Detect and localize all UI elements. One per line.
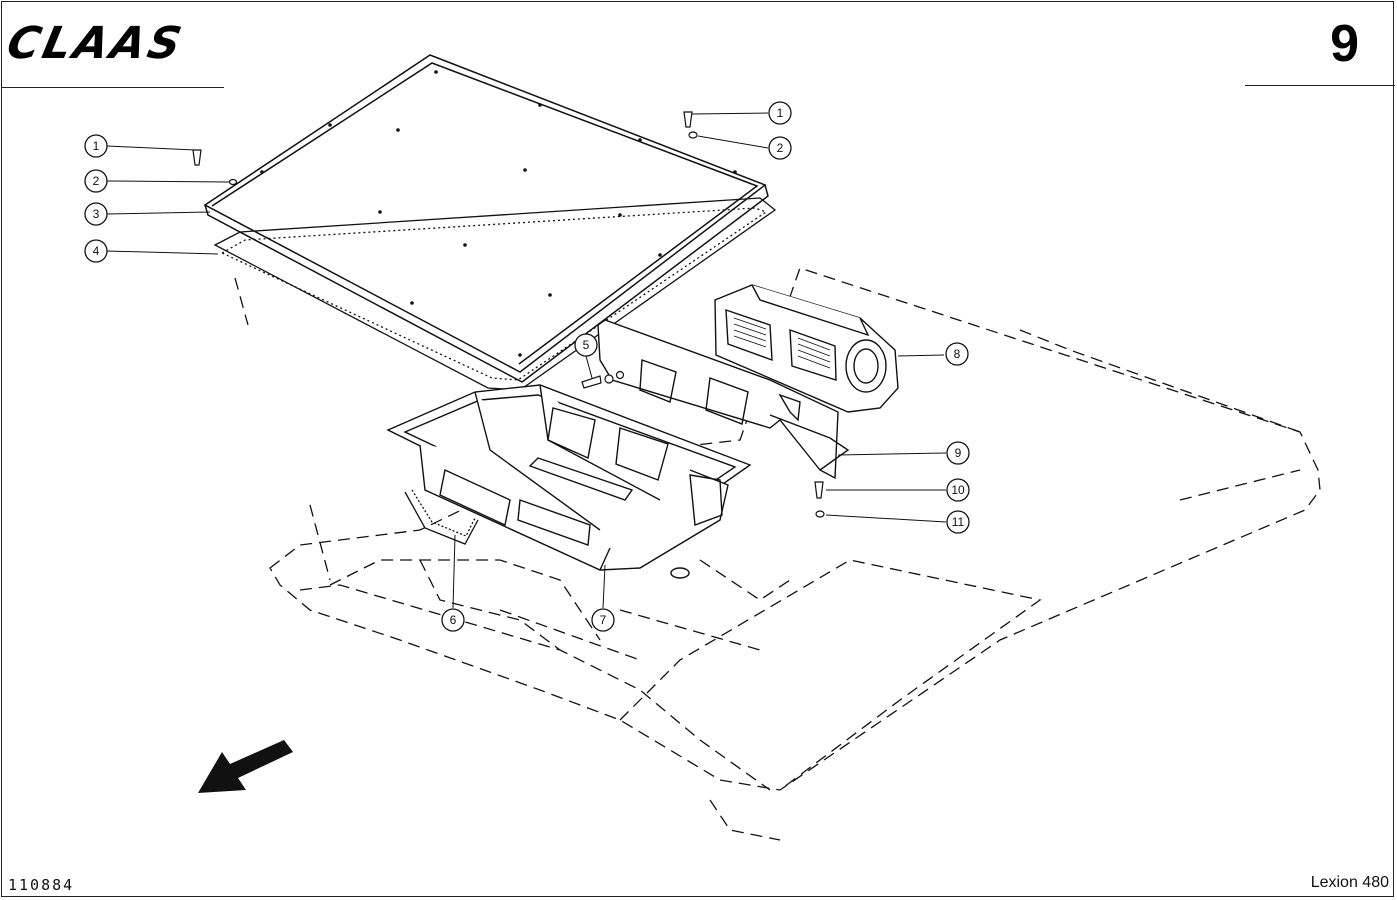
callout-2-right-label: 2 (777, 141, 784, 155)
direction-arrow (198, 740, 293, 793)
page-number-divider (1245, 85, 1395, 86)
callout-7-label: 7 (600, 613, 607, 627)
callout-3-label: 3 (93, 207, 100, 221)
callout-1-right: 1 (768, 101, 792, 125)
callout-1-right-label: 1 (777, 106, 784, 120)
roof-seal (213, 197, 777, 391)
callout-6: 6 (441, 608, 465, 632)
leader-lines (106, 112, 947, 609)
duct-seal-strip (404, 489, 479, 545)
mounting-plate (597, 319, 850, 480)
callout-bubbles: 1 2 3 4 1 2 5 (84, 101, 970, 632)
callout-11-label: 11 (952, 515, 965, 529)
logo-divider (2, 87, 224, 88)
callout-5-label: 5 (583, 338, 590, 352)
callout-10: 10 (946, 478, 970, 502)
air-duct-housing (386, 384, 752, 579)
callout-11: 11 (946, 510, 970, 534)
callout-2-left-label: 2 (93, 174, 100, 188)
callout-9-label: 9 (955, 446, 962, 460)
callout-3: 3 (84, 202, 108, 226)
callout-2-right: 2 (768, 136, 792, 160)
callout-2-left: 2 (84, 169, 108, 193)
cab-roof-outline (234, 267, 1321, 841)
page-number: 9 (1330, 15, 1359, 73)
callout-1-left: 1 (84, 134, 108, 158)
callout-4-label: 4 (93, 244, 100, 258)
blower-unit (714, 284, 899, 413)
model-name: Lexion 480 (1310, 874, 1389, 891)
callout-8: 8 (945, 342, 969, 366)
callout-7: 7 (591, 608, 615, 632)
callout-9: 9 (946, 441, 970, 465)
roof-panel-holes (260, 70, 737, 357)
fasteners (192, 111, 825, 518)
drawing-number: 110884 (8, 876, 75, 894)
callout-1-left-label: 1 (93, 139, 100, 153)
callout-5: 5 (574, 333, 598, 357)
callout-8-label: 8 (954, 347, 961, 361)
callout-10-label: 10 (951, 483, 965, 497)
callout-6-label: 6 (450, 613, 457, 627)
callout-4: 4 (84, 239, 108, 263)
roof-panel (203, 54, 769, 383)
